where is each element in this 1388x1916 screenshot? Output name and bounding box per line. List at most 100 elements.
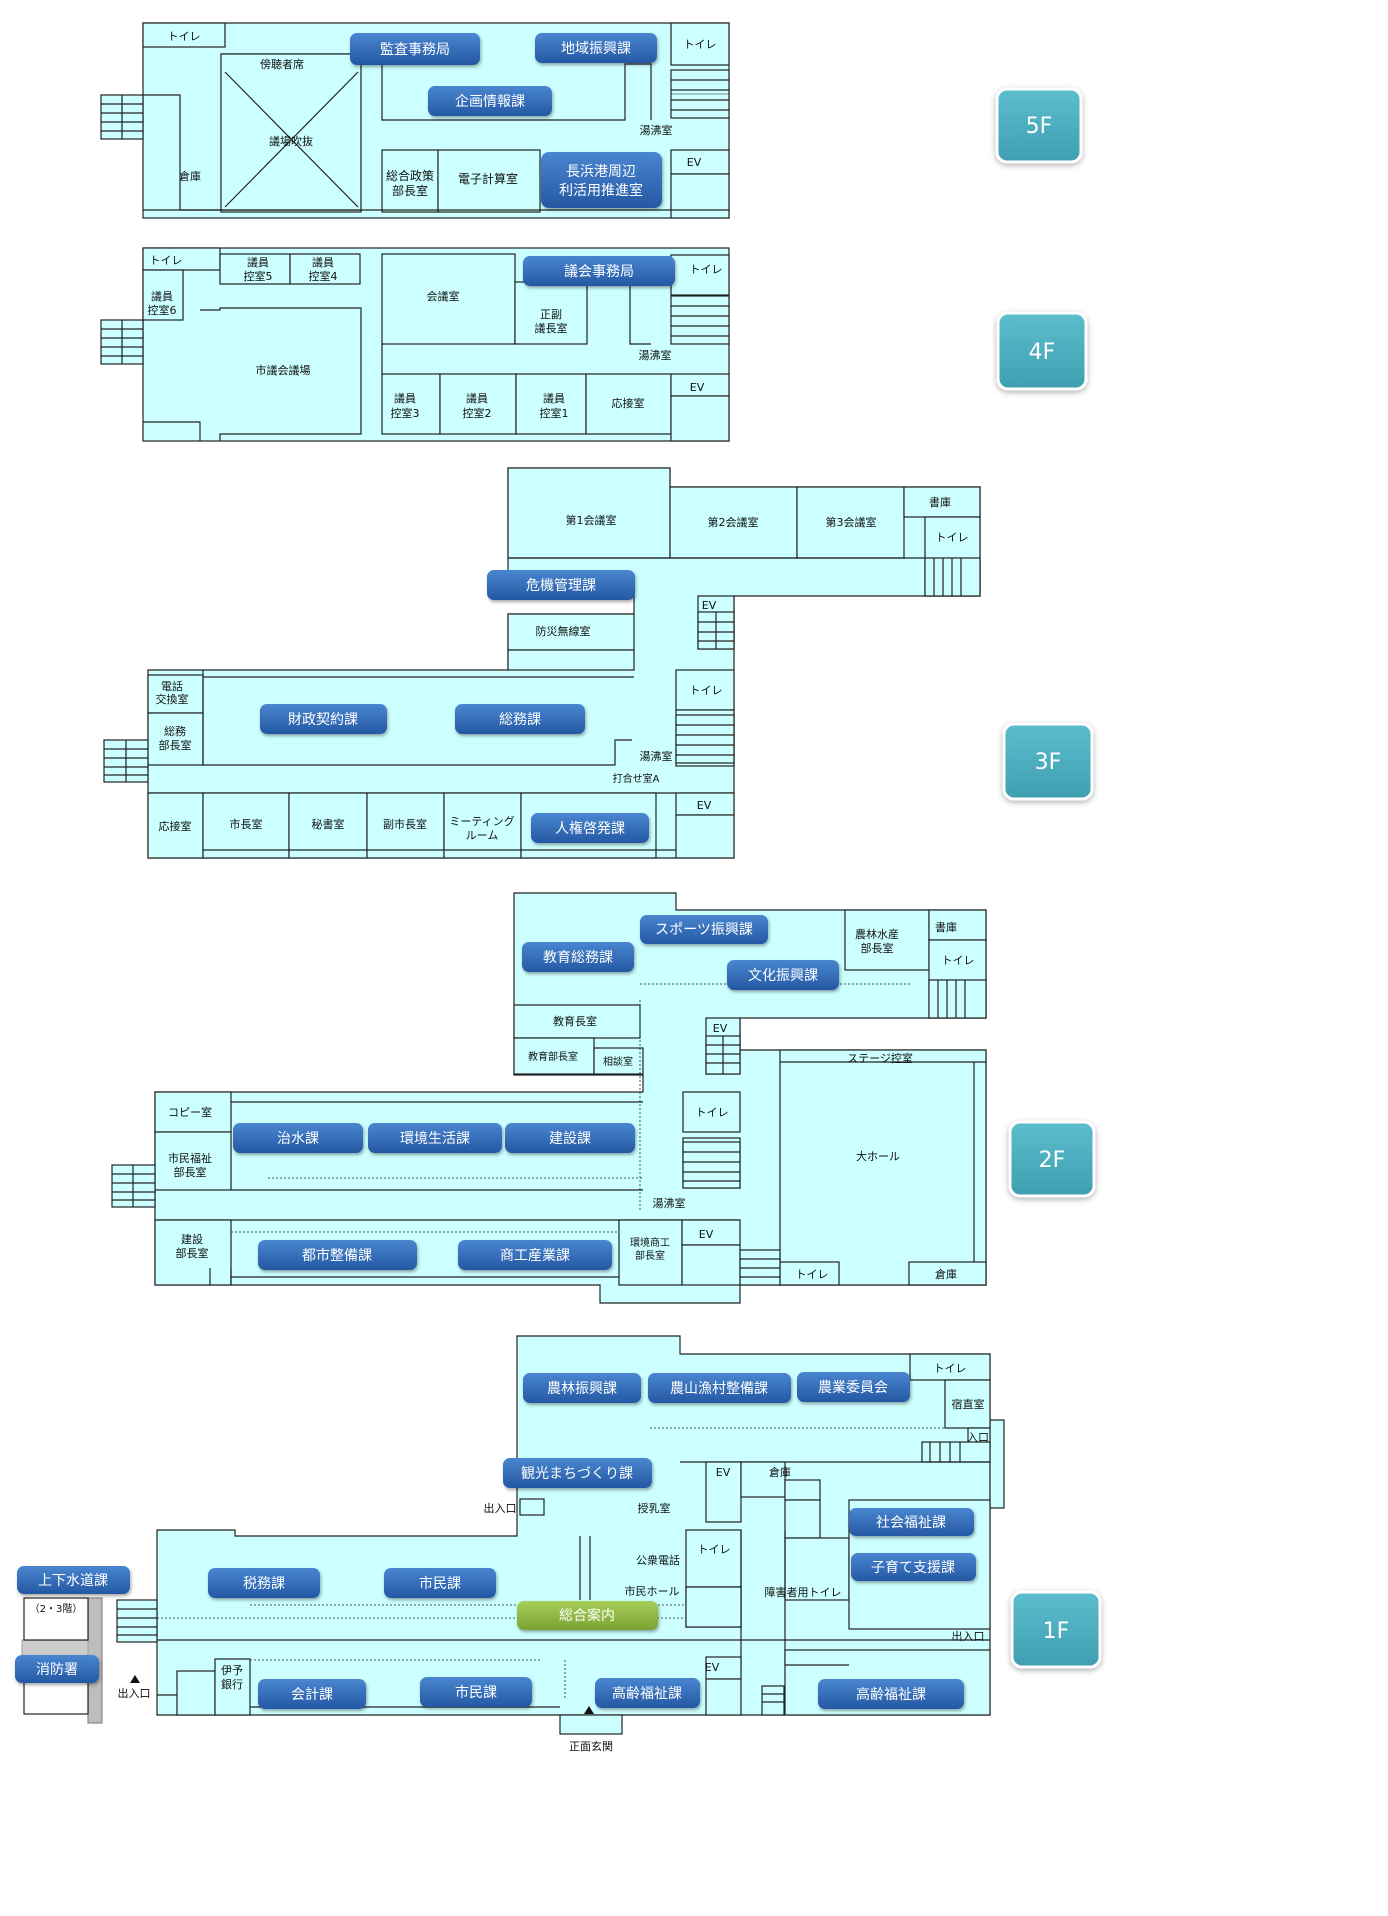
dept-environment-button[interactable]: 環境生活課 — [368, 1123, 502, 1153]
label-3f-conf2: 第2会議室 — [708, 515, 759, 529]
stairs-5f-left — [100, 94, 144, 140]
floor-badge-5f[interactable]: 5F — [995, 87, 1083, 164]
label-4f-w4b: 控室4 — [309, 269, 338, 283]
label-1f-floor-note: （2・3階） — [30, 1603, 83, 1615]
label-4f-w3b: 控室3 — [391, 406, 420, 420]
dept-construction-label: 建設課 — [549, 1131, 591, 1147]
label-1f-hall: 市民ホール — [625, 1584, 680, 1598]
floor-2f-plan — [111, 892, 987, 1304]
floor-badge-3f[interactable]: 3F — [1002, 722, 1094, 801]
dept-citizen-button-1[interactable]: 市民課 — [384, 1568, 496, 1598]
floor-4f-plan — [100, 247, 730, 442]
dept-flood-button[interactable]: 治水課 — [233, 1123, 363, 1153]
dept-fire-button[interactable]: 消防署 — [15, 1655, 99, 1683]
label-1f-exit-r: 出入口 — [952, 1629, 985, 1643]
label-3f-mayor: 市長室 — [230, 817, 263, 831]
dept-agri-committee-button[interactable]: 農業委員会 — [797, 1372, 910, 1402]
dept-water-label: 上下水道課 — [38, 1573, 108, 1589]
label-4f-w6a: 議員 — [151, 289, 173, 303]
dept-tax-button[interactable]: 税務課 — [208, 1568, 320, 1598]
label-1f-night: 宿直室 — [952, 1397, 985, 1411]
label-3f-archive: 書庫 — [929, 495, 951, 509]
dept-elderly-button-2[interactable]: 高齢福祉課 — [818, 1679, 964, 1709]
label-3f-kitchen: 湯沸室 — [640, 749, 673, 763]
stairs-3f-right — [924, 557, 981, 597]
label-3f-conf1: 第1会議室 — [566, 513, 617, 527]
label-1f-toilet-top: トイレ — [934, 1362, 967, 1375]
dept-citizen-label-1: 市民課 — [419, 1575, 461, 1592]
label-2f-copy: コピー室 — [168, 1105, 212, 1119]
dept-rural-button[interactable]: 農山漁村整備課 — [648, 1373, 791, 1403]
dept-council-label: 議会事務局 — [564, 263, 634, 280]
dept-water-button[interactable]: 上下水道課 — [17, 1566, 130, 1594]
label-4f-w4a: 議員 — [312, 255, 334, 269]
label-3f-ev-bot: EV — [697, 799, 712, 812]
dept-urban-button[interactable]: 都市整備課 — [258, 1240, 417, 1270]
stairs-5f-right — [670, 69, 730, 119]
floor-badge-5f-label: 5F — [1026, 114, 1053, 139]
dept-general-button[interactable]: 総務課 — [455, 704, 585, 734]
floor-badge-2f-label: 2F — [1039, 1148, 1066, 1173]
label-1f-toilet-mid: トイレ — [698, 1543, 731, 1556]
floor-badge-4f[interactable]: 4F — [996, 311, 1088, 391]
label-4f-reception: 応接室 — [612, 396, 645, 410]
label-4f-vice-1: 正副 — [540, 308, 562, 321]
dept-social-button[interactable]: 社会福祉課 — [849, 1508, 974, 1536]
dept-commerce-button[interactable]: 商工産業課 — [458, 1240, 612, 1270]
dept-regional-button[interactable]: 地域振興課 — [535, 33, 657, 63]
info-desk-button[interactable]: 総合案内 — [517, 1601, 658, 1630]
label-2f-cons-1: 建設 — [181, 1232, 203, 1246]
room-labels: トイレ トイレ 傍聴者席 議場吹抜 倉庫 湯沸室 EV 総合政策 部長室 電子計… — [30, 30, 989, 1753]
label-3f-ga-1: 総務 — [164, 724, 186, 738]
dept-forestry-button[interactable]: 農林振興課 — [523, 1373, 641, 1403]
label-5f-ev: EV — [687, 156, 702, 169]
dept-finance-button[interactable]: 財政契約課 — [260, 704, 387, 734]
dept-child-button[interactable]: 子育て支援課 — [851, 1553, 976, 1581]
entrance-marker-sw — [130, 1675, 140, 1683]
label-3f-secretary: 秘書室 — [312, 817, 345, 831]
dept-audit-button[interactable]: 監査事務局 — [350, 33, 480, 65]
dept-rights-button[interactable]: 人権啓発課 — [531, 813, 649, 843]
dept-planning-button[interactable]: 企画情報課 — [428, 86, 552, 116]
dept-sports-label: スポーツ振興課 — [655, 922, 753, 938]
dept-citizen-button-2[interactable]: 市民課 — [420, 1677, 532, 1707]
floor-badge-1f[interactable]: 1F — [1010, 1590, 1102, 1669]
dept-flood-label: 治水課 — [277, 1131, 319, 1147]
label-5f-kitchen: 湯沸室 — [640, 123, 673, 137]
dept-crisis-button[interactable]: 危機管理課 — [487, 570, 635, 600]
dept-culture-button[interactable]: 文化振興課 — [727, 960, 839, 990]
label-1f-ev-bot: EV — [705, 1661, 720, 1674]
dept-elderly-button-1[interactable]: 高齢福祉課 — [595, 1678, 700, 1708]
dept-crisis-label: 危機管理課 — [526, 578, 596, 594]
floor-badge-1f-label: 1F — [1043, 1619, 1070, 1644]
dept-accounting-button[interactable]: 会計課 — [258, 1679, 366, 1709]
label-5f-policy-2: 部長室 — [392, 183, 428, 198]
label-3f-conf3: 第3会議室 — [826, 515, 877, 529]
dept-audit-label: 監査事務局 — [380, 41, 450, 58]
dept-construction-button[interactable]: 建設課 — [505, 1123, 635, 1153]
label-5f-storage: 倉庫 — [179, 169, 201, 183]
label-3f-reception: 応接室 — [159, 819, 192, 833]
dept-edu-general-label: 教育総務課 — [543, 950, 613, 966]
dept-citizen-label-2: 市民課 — [455, 1684, 497, 1701]
dept-edu-general-button[interactable]: 教育総務課 — [522, 942, 634, 972]
dept-rights-label: 人権啓発課 — [555, 820, 625, 837]
stairs-3f-mid — [675, 714, 735, 764]
stairs-3f-ev — [697, 611, 735, 650]
label-2f-cons-2: 部長室 — [176, 1246, 209, 1260]
label-1f-payphone: 公衆電話 — [636, 1553, 680, 1567]
label-2f-edu-dir: 教育部長室 — [528, 1050, 578, 1063]
dept-council-button[interactable]: 議会事務局 — [523, 256, 675, 286]
dept-port-label-2: 利活用推進室 — [559, 182, 643, 199]
dept-urban-label: 都市整備課 — [302, 1247, 372, 1264]
dept-sports-button[interactable]: スポーツ振興課 — [640, 915, 768, 944]
floor-badge-2f[interactable]: 2F — [1008, 1120, 1096, 1198]
dept-general-label: 総務課 — [499, 712, 541, 728]
dept-agri-committee-label: 農業委員会 — [818, 1380, 888, 1396]
label-5f-gallery: 傍聴者席 — [260, 57, 304, 71]
label-2f-toilet-mid: トイレ — [696, 1106, 729, 1119]
dept-tourism-label: 観光まちづくり課 — [521, 1465, 633, 1482]
dept-tourism-button[interactable]: 観光まちづくり課 — [503, 1458, 652, 1488]
